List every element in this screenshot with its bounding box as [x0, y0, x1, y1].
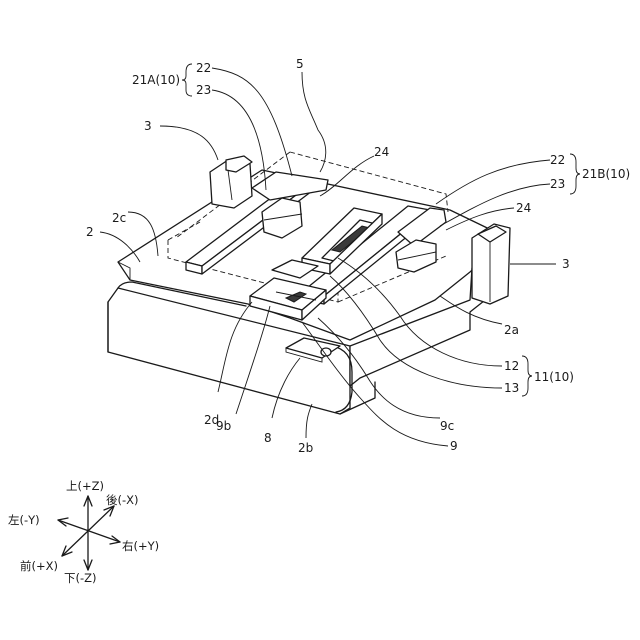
label-2b: 2b — [298, 441, 313, 455]
label-2: 2 — [86, 225, 94, 239]
axis-front: 前(+X) — [20, 559, 58, 573]
leg-left-3 — [210, 156, 252, 208]
axis-right: 右(+Y) — [122, 539, 159, 553]
label-2a: 2a — [504, 323, 519, 337]
label-24-right: 24 — [516, 201, 531, 215]
label-22-right: 22 — [550, 153, 565, 167]
label-23-right: 23 — [550, 177, 565, 191]
label-12: 12 — [504, 359, 519, 373]
label-9: 9 — [450, 439, 458, 453]
label-21A: 21A(10) — [132, 73, 180, 87]
axis-left: 左(-Y) — [8, 513, 40, 527]
leg-right-3 — [472, 224, 510, 304]
axis-back: 後(-X) — [106, 493, 139, 507]
label-9b: 9b — [216, 419, 231, 433]
axis-up: 上(+Z) — [66, 479, 104, 493]
label-3-right: 3 — [562, 257, 570, 271]
label-21B: 21B(10) — [582, 167, 630, 181]
label-8: 8 — [264, 431, 272, 445]
label-22-top: 22 — [196, 61, 211, 75]
label-2c: 2c — [112, 211, 126, 225]
label-23-top: 23 — [196, 83, 211, 97]
axis-down: 下(-Z) — [64, 571, 97, 585]
label-11: 11(10) — [534, 370, 574, 384]
label-9c: 9c — [440, 419, 454, 433]
label-5: 5 — [296, 57, 304, 71]
label-3-left: 3 — [144, 119, 152, 133]
label-13: 13 — [504, 381, 519, 395]
direction-axes: 上(+Z) 後(-X) 左(-Y) 右(+Y) 前(+X) 下(-Z) — [8, 479, 159, 585]
label-24-top: 24 — [374, 145, 389, 159]
